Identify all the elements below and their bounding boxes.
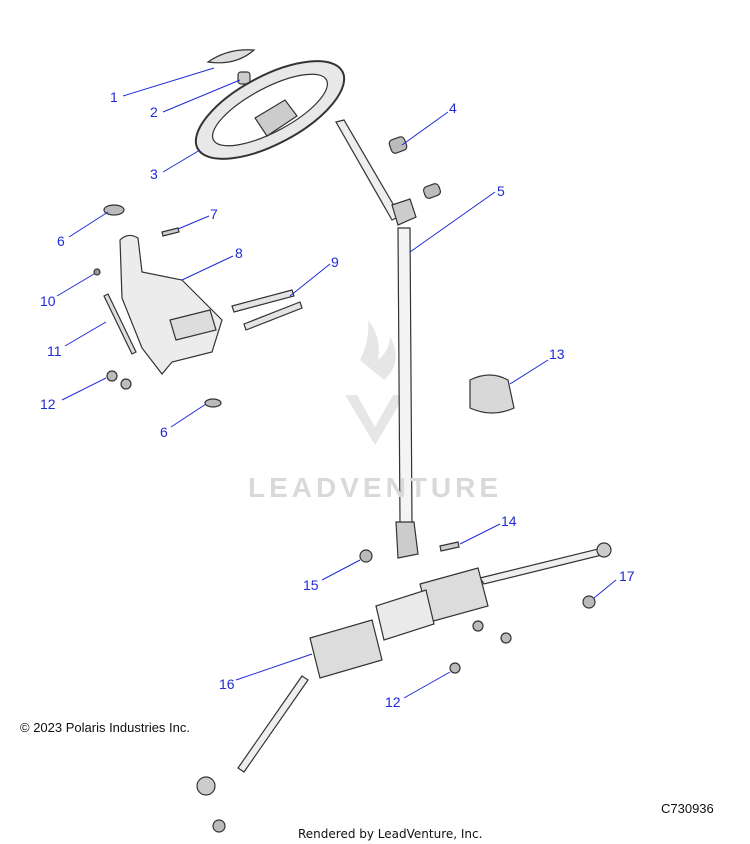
nut-lower-b: [500, 632, 512, 644]
bushing-top: [103, 204, 125, 216]
bracket-slot: [169, 309, 217, 341]
cover-plate: [469, 374, 515, 414]
copyright-notice: © 2023 Polaris Industries Inc.: [20, 720, 190, 735]
nut-bottom: [212, 819, 226, 833]
long-bolt-lower: [243, 301, 303, 331]
long-bolt-upper: [231, 289, 295, 313]
bushing-bottom: [204, 398, 222, 408]
nut-upper-b: [120, 378, 132, 390]
nut-upper-a: [106, 370, 118, 382]
u-joint-upper: [391, 198, 417, 226]
rack-tie-rod-left: [237, 675, 309, 773]
steering-shaft-upper: [335, 119, 401, 221]
column-boot-mid: [422, 183, 442, 199]
steering-wheel-hub: [254, 99, 298, 137]
callout-10[interactable]: 10: [40, 293, 56, 309]
callout-1[interactable]: 1: [110, 89, 118, 105]
callout-8[interactable]: 8: [235, 245, 243, 261]
rack-nut: [359, 549, 373, 563]
gas-strut: [103, 293, 137, 355]
callout-11[interactable]: 11: [47, 343, 62, 359]
u-joint-lower: [395, 521, 419, 559]
callout-16[interactable]: 16: [219, 676, 235, 692]
nut-lower-a: [472, 620, 484, 632]
bolt-small: [161, 227, 180, 237]
rendered-by-credit: Rendered by LeadVenture, Inc.: [298, 827, 483, 841]
small-screw: [93, 268, 101, 276]
tie-rod-end-left: [196, 776, 216, 796]
nut-lower-c: [449, 662, 461, 674]
steering-nut: [237, 71, 251, 85]
rack-boot-left: [309, 619, 383, 679]
callout-2[interactable]: 2: [150, 104, 158, 120]
rack-housing: [375, 589, 435, 641]
callout-5[interactable]: 5: [497, 183, 505, 199]
callout-9[interactable]: 9: [331, 254, 339, 270]
column-boot-top: [388, 136, 408, 154]
callout-13[interactable]: 13: [549, 346, 565, 362]
tie-rod-nut: [582, 595, 596, 609]
callout-4[interactable]: 4: [449, 100, 457, 116]
callout-17[interactable]: 17: [619, 568, 635, 584]
leader-lines: [56, 67, 617, 699]
tie-rod-end-right: [596, 542, 612, 558]
callout-14[interactable]: 14: [501, 513, 517, 529]
callout-15[interactable]: 15: [303, 577, 319, 593]
rack-tie-rod-right: [479, 547, 607, 585]
column-bracket: [119, 234, 223, 375]
diagram-id: C730936: [661, 801, 714, 816]
watermark-text: LEADVENTURE: [248, 472, 503, 503]
watermark-logo-icon: [345, 320, 405, 445]
callout-12-lower[interactable]: 12: [385, 694, 401, 710]
horn-cap: [206, 49, 256, 64]
callout-7[interactable]: 7: [210, 206, 218, 222]
callout-6-upper[interactable]: 6: [57, 233, 65, 249]
rack-bolt: [439, 541, 460, 552]
callout-6-lower[interactable]: 6: [160, 424, 168, 440]
callout-12-upper[interactable]: 12: [40, 396, 56, 412]
callout-3[interactable]: 3: [150, 166, 158, 182]
